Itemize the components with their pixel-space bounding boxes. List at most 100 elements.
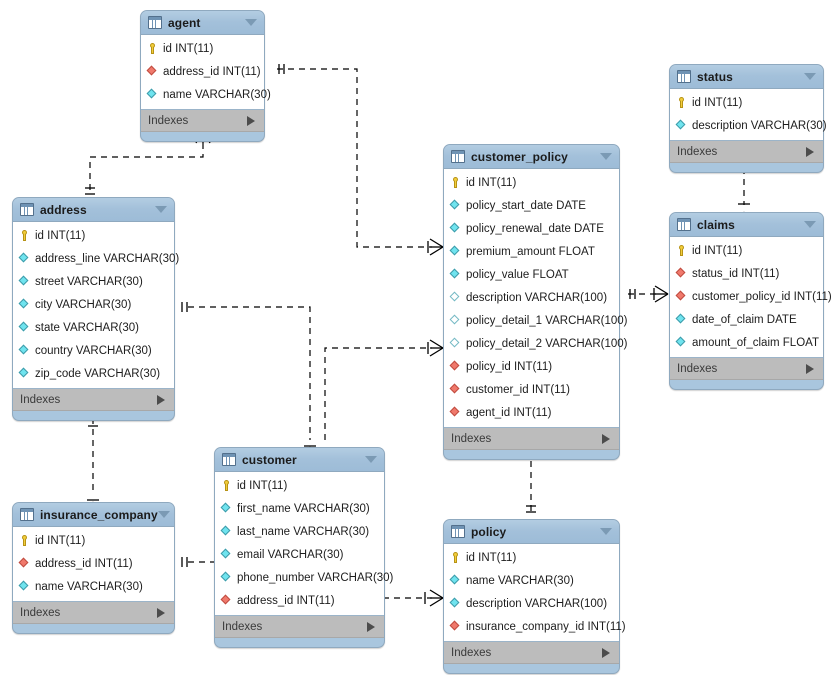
indexes-section-claims[interactable]: Indexes — [670, 358, 823, 380]
column-label: name VARCHAR(30) — [35, 580, 143, 593]
table-header-address[interactable]: address — [13, 198, 174, 221]
column-row[interactable]: address_line VARCHAR(30) — [13, 247, 179, 270]
column-row[interactable]: id INT(11) — [444, 546, 619, 569]
table-icon — [20, 203, 34, 216]
expand-triangle-icon[interactable] — [247, 115, 255, 126]
column-not-null-diamond-icon — [18, 367, 30, 379]
table-header-agent[interactable]: agent — [141, 11, 264, 34]
indexes-section-customer_policy[interactable]: Indexes — [444, 428, 619, 450]
chevron-down-icon[interactable] — [804, 73, 816, 80]
column-label: status_id INT(11) — [692, 267, 780, 280]
expand-triangle-icon[interactable] — [602, 647, 610, 658]
foreign-key-diamond-icon — [449, 383, 461, 395]
column-row[interactable]: id INT(11) — [13, 224, 174, 247]
column-label: policy_value FLOAT — [466, 268, 569, 281]
column-row[interactable]: date_of_claim DATE — [670, 308, 823, 331]
column-row[interactable]: description VARCHAR(30) — [670, 114, 827, 137]
column-row[interactable]: last_name VARCHAR(30) — [215, 520, 384, 543]
column-row[interactable]: description VARCHAR(100) — [444, 286, 619, 309]
column-row[interactable]: id INT(11) — [670, 91, 823, 114]
chevron-down-icon[interactable] — [365, 456, 377, 463]
column-row[interactable]: policy_start_date DATE — [444, 194, 619, 217]
expand-triangle-icon[interactable] — [602, 433, 610, 444]
column-row[interactable]: agent_id INT(11) — [444, 401, 619, 424]
column-row[interactable]: id INT(11) — [141, 37, 264, 60]
column-label: address_id INT(11) — [237, 594, 335, 607]
column-row[interactable]: amount_of_claim FLOAT — [670, 331, 823, 354]
cardinality-one-address-top — [85, 187, 95, 195]
column-row[interactable]: id INT(11) — [215, 474, 384, 497]
column-row[interactable]: name VARCHAR(30) — [444, 569, 619, 592]
column-row[interactable]: address_id INT(11) — [215, 589, 384, 612]
table-icon — [451, 525, 465, 538]
column-not-null-diamond-icon — [18, 252, 30, 264]
column-row[interactable]: first_name VARCHAR(30) — [215, 497, 384, 520]
expand-triangle-icon[interactable] — [367, 621, 375, 632]
table-node-policy[interactable]: policy id INT(11)name VARCHAR(30)descript… — [443, 519, 626, 674]
chevron-down-icon[interactable] — [600, 153, 612, 160]
cardinality-one-cp-right-claims — [629, 289, 636, 299]
table-header-customer_policy[interactable]: customer_policy — [444, 145, 619, 168]
indexes-section-status[interactable]: Indexes — [670, 141, 823, 163]
table-header-customer[interactable]: customer — [215, 448, 384, 471]
column-row[interactable]: id INT(11) — [13, 529, 174, 552]
foreign-key-diamond-icon — [18, 557, 30, 569]
column-row[interactable]: address_id INT(11) — [141, 60, 264, 83]
column-row[interactable]: policy_id INT(11) — [444, 355, 619, 378]
column-row[interactable]: insurance_company_id INT(11) — [444, 615, 626, 638]
column-row[interactable]: email VARCHAR(30) — [215, 543, 384, 566]
column-row[interactable]: premium_amount FLOAT — [444, 240, 619, 263]
column-row[interactable]: zip_code VARCHAR(30) — [13, 362, 174, 385]
column-label: id INT(11) — [466, 176, 517, 189]
chevron-down-icon[interactable] — [804, 221, 816, 228]
column-row[interactable]: policy_renewal_date DATE — [444, 217, 619, 240]
column-row[interactable]: city VARCHAR(30) — [13, 293, 174, 316]
chevron-down-icon[interactable] — [157, 511, 170, 518]
column-row[interactable]: description VARCHAR(100) — [444, 592, 619, 615]
table-node-claims[interactable]: claims id INT(11) status_id INT(11) custome… — [669, 212, 832, 390]
column-row[interactable]: customer_policy_id INT(11) — [670, 285, 832, 308]
chevron-down-icon[interactable] — [600, 528, 612, 535]
table-node-customer[interactable]: customer id INT(11)first_name VARCHAR(30)… — [214, 447, 393, 648]
column-row[interactable]: address_id INT(11) — [13, 552, 174, 575]
table-header-claims[interactable]: claims — [670, 213, 823, 236]
expand-triangle-icon[interactable] — [157, 607, 165, 618]
column-row[interactable]: country VARCHAR(30) — [13, 339, 174, 362]
column-row[interactable]: policy_detail_2 VARCHAR(100) — [444, 332, 628, 355]
table-node-status[interactable]: status id INT(11)description VARCHAR(30) I… — [669, 64, 827, 173]
column-label: phone_number VARCHAR(30) — [237, 571, 394, 584]
indexes-section-agent[interactable]: Indexes — [141, 110, 264, 132]
column-row[interactable]: name VARCHAR(30) — [13, 575, 174, 598]
table-title: address — [40, 202, 87, 217]
column-row[interactable]: customer_id INT(11) — [444, 378, 619, 401]
crowfoot-policy-insurance_company — [429, 589, 444, 607]
table-node-agent[interactable]: agent id INT(11)address_id INT(11)name VA… — [140, 10, 271, 142]
column-row[interactable]: policy_value FLOAT — [444, 263, 619, 286]
indexes-section-policy[interactable]: Indexes — [444, 642, 619, 664]
table-header-policy[interactable]: policy — [444, 520, 619, 543]
table-node-address[interactable]: address id INT(11)address_line VARCHAR(30… — [12, 197, 179, 421]
indexes-section-insurance_company[interactable]: Indexes — [13, 602, 174, 624]
chevron-down-icon[interactable] — [155, 206, 167, 213]
expand-triangle-icon[interactable] — [806, 363, 814, 374]
column-row[interactable]: policy_detail_1 VARCHAR(100) — [444, 309, 628, 332]
column-row[interactable]: phone_number VARCHAR(30) — [215, 566, 393, 589]
column-not-null-diamond-icon — [449, 268, 461, 280]
column-row[interactable]: name VARCHAR(30) — [141, 83, 271, 106]
column-row[interactable]: state VARCHAR(30) — [13, 316, 174, 339]
table-header-status[interactable]: status — [670, 65, 823, 88]
indexes-section-address[interactable]: Indexes — [13, 389, 174, 411]
expand-triangle-icon[interactable] — [806, 146, 814, 157]
primary-key-icon — [147, 43, 158, 54]
column-row[interactable]: status_id INT(11) — [670, 262, 823, 285]
column-row[interactable]: id INT(11) — [670, 239, 823, 262]
chevron-down-icon[interactable] — [245, 19, 257, 26]
expand-triangle-icon[interactable] — [157, 394, 165, 405]
table-header-insurance_company[interactable]: insurance_company — [13, 503, 174, 526]
column-row[interactable]: street VARCHAR(30) — [13, 270, 174, 293]
indexes-section-customer[interactable]: Indexes — [215, 616, 384, 638]
column-row[interactable]: id INT(11) — [444, 171, 619, 194]
